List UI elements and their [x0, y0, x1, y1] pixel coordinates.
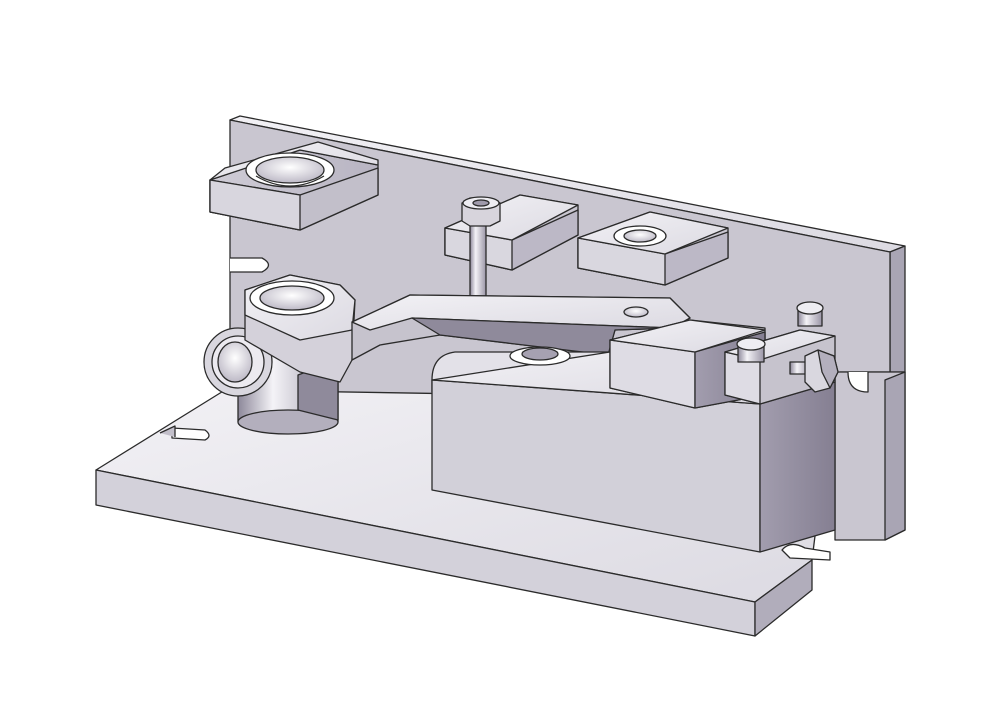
hex-bolt-top — [796, 301, 824, 327]
top-left-clamp-block — [209, 141, 379, 231]
cylindrical-boss — [237, 339, 339, 435]
top-right-clamp-block — [577, 211, 729, 286]
hex-bolt-side — [789, 349, 839, 393]
hex-bolt-left — [736, 337, 766, 363]
